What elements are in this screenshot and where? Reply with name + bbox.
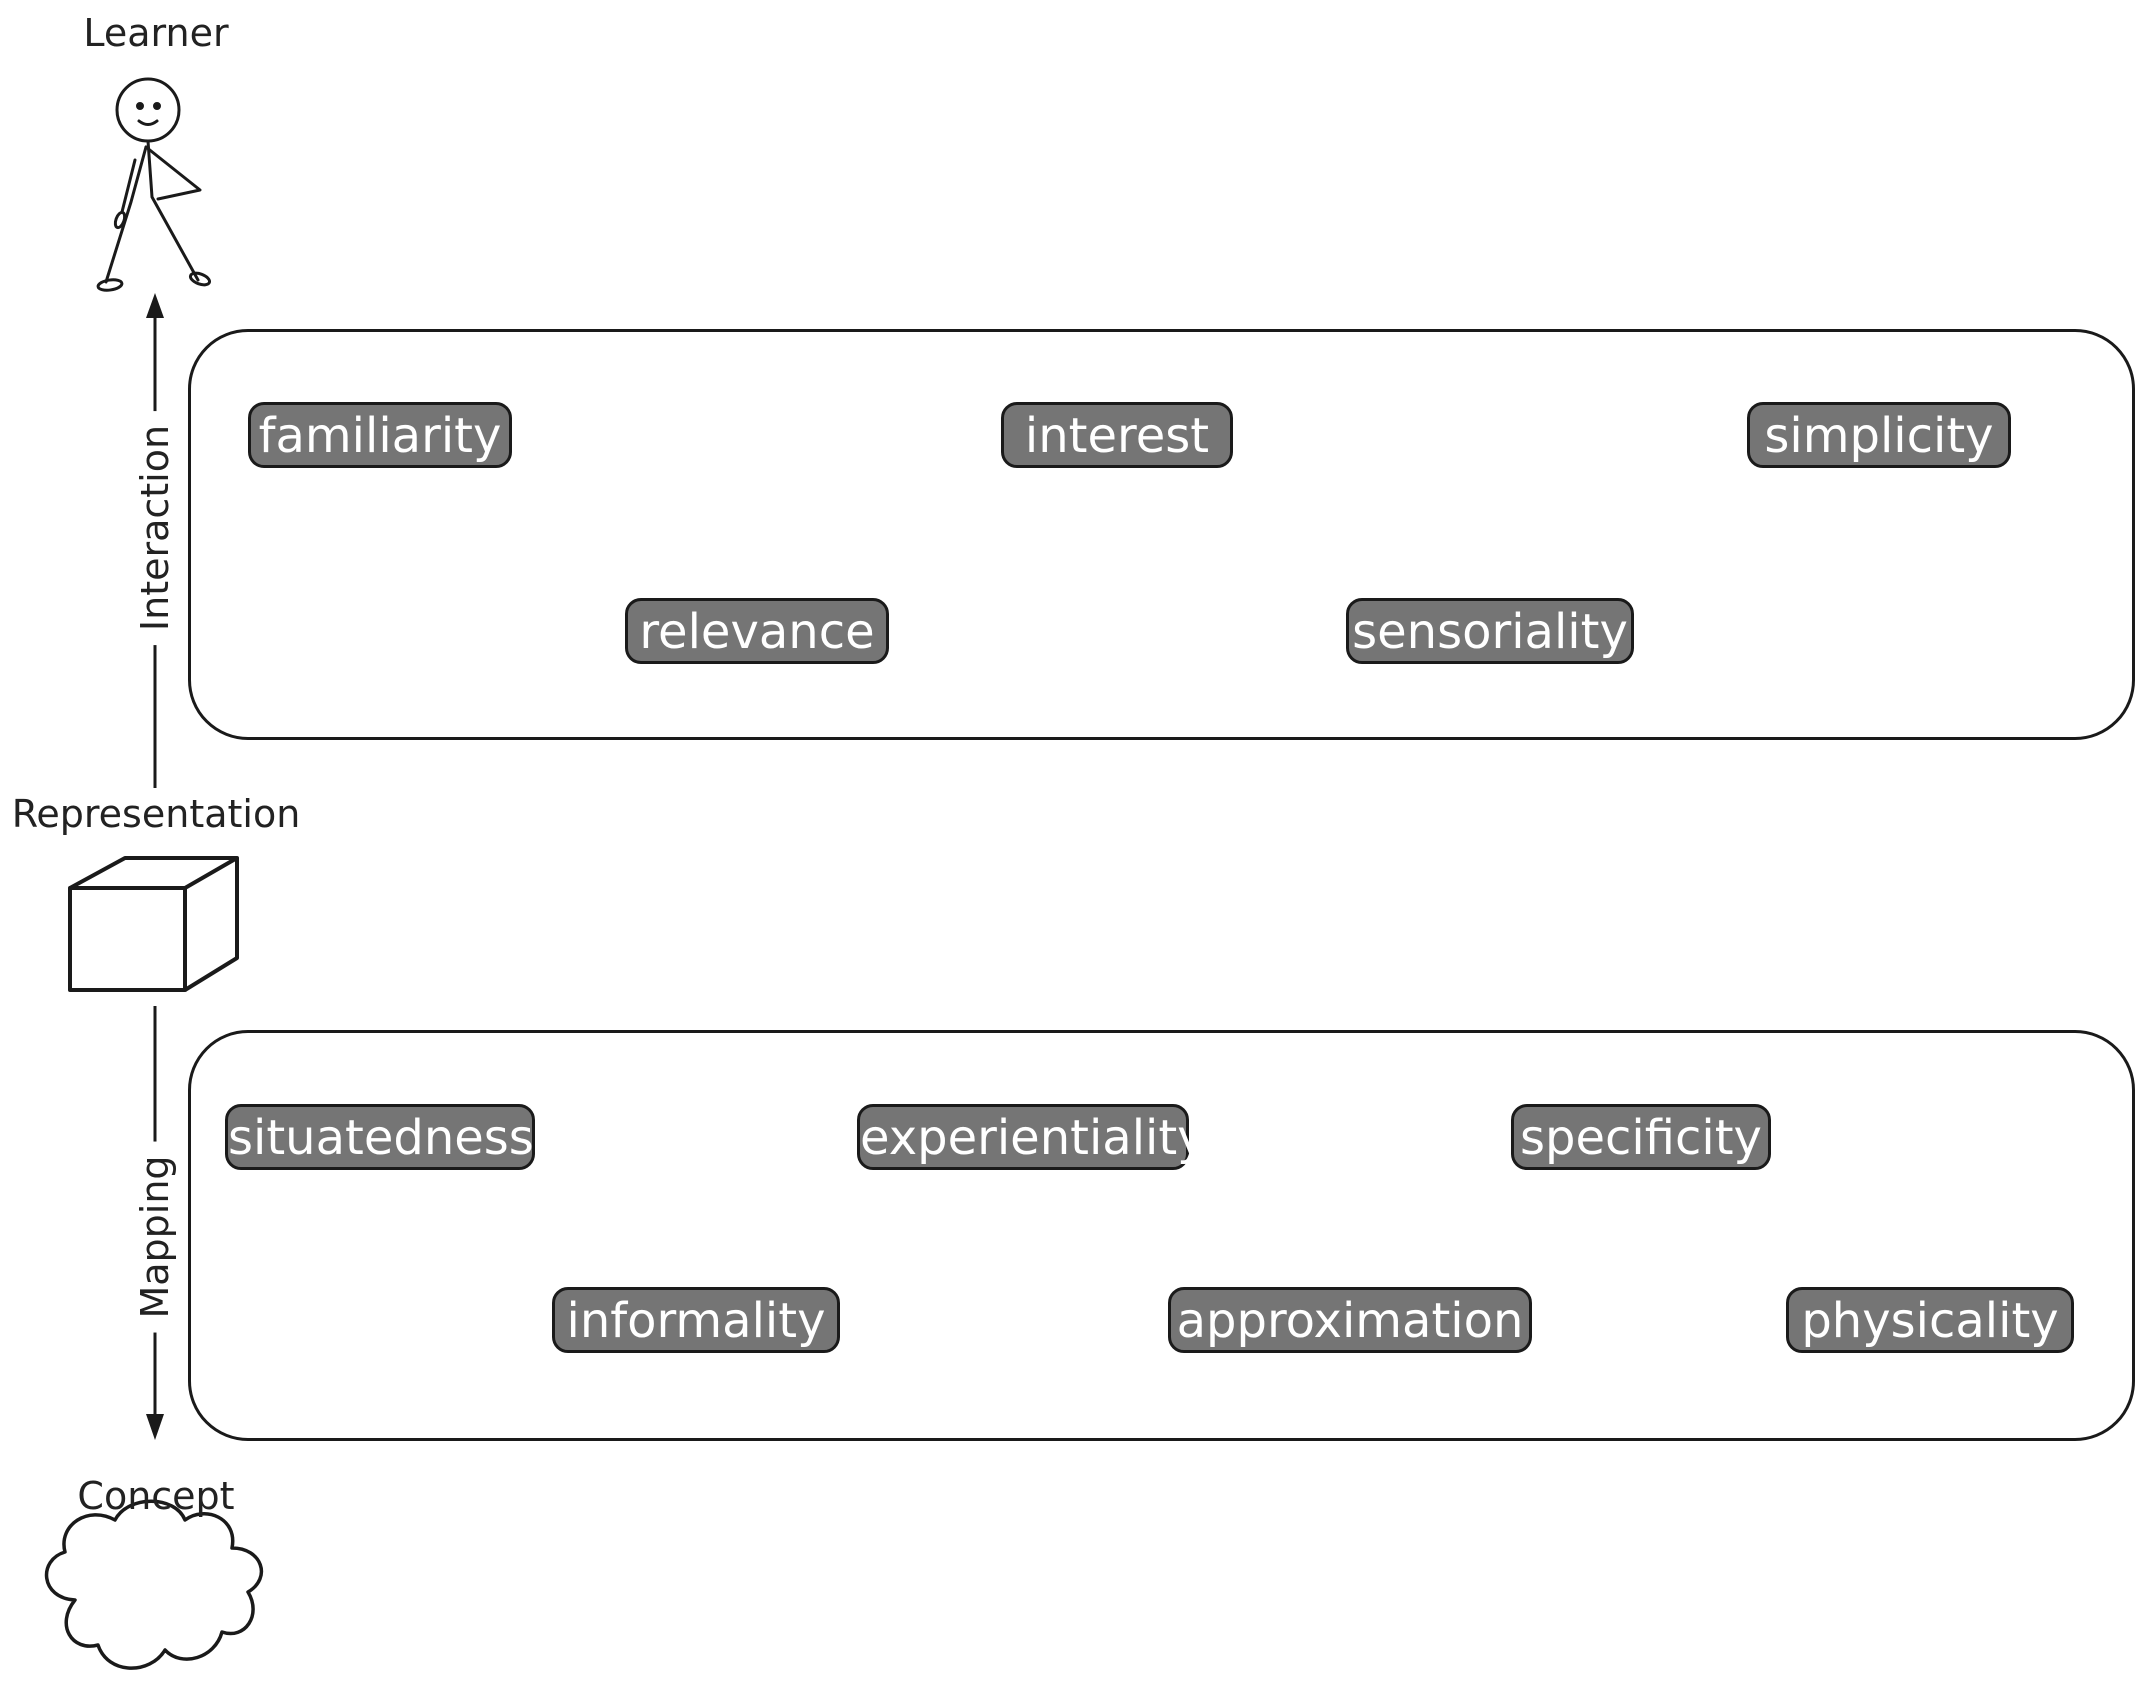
chip-simplicity: simplicity xyxy=(1747,402,2011,468)
learner-label: Learner xyxy=(83,11,229,55)
mapping-label: Mapping xyxy=(133,1141,177,1333)
chip-familiarity: familiarity xyxy=(248,402,512,468)
interaction-label: Interaction xyxy=(133,410,177,646)
chip-sensoriality: sensoriality xyxy=(1346,598,1634,664)
cube-icon xyxy=(68,856,239,992)
stick-figure-icon xyxy=(96,77,212,292)
chip-approximation: approximation xyxy=(1168,1287,1532,1353)
chip-relevance: relevance xyxy=(625,598,889,664)
cloud-icon xyxy=(44,1499,264,1670)
chip-experientiality: experientiality xyxy=(857,1104,1206,1170)
representation-label: Representation xyxy=(11,792,301,836)
chip-physicality: physicality xyxy=(1786,1287,2074,1353)
concept-label: Concept xyxy=(77,1474,235,1518)
chip-specificity: specificity xyxy=(1511,1104,1771,1170)
chip-interest: interest xyxy=(1001,402,1233,468)
chip-situatedness: situatedness xyxy=(225,1104,535,1170)
chip-informality: informality xyxy=(552,1287,840,1353)
mapping-panel xyxy=(188,1030,2135,1441)
interaction-panel xyxy=(188,329,2135,740)
